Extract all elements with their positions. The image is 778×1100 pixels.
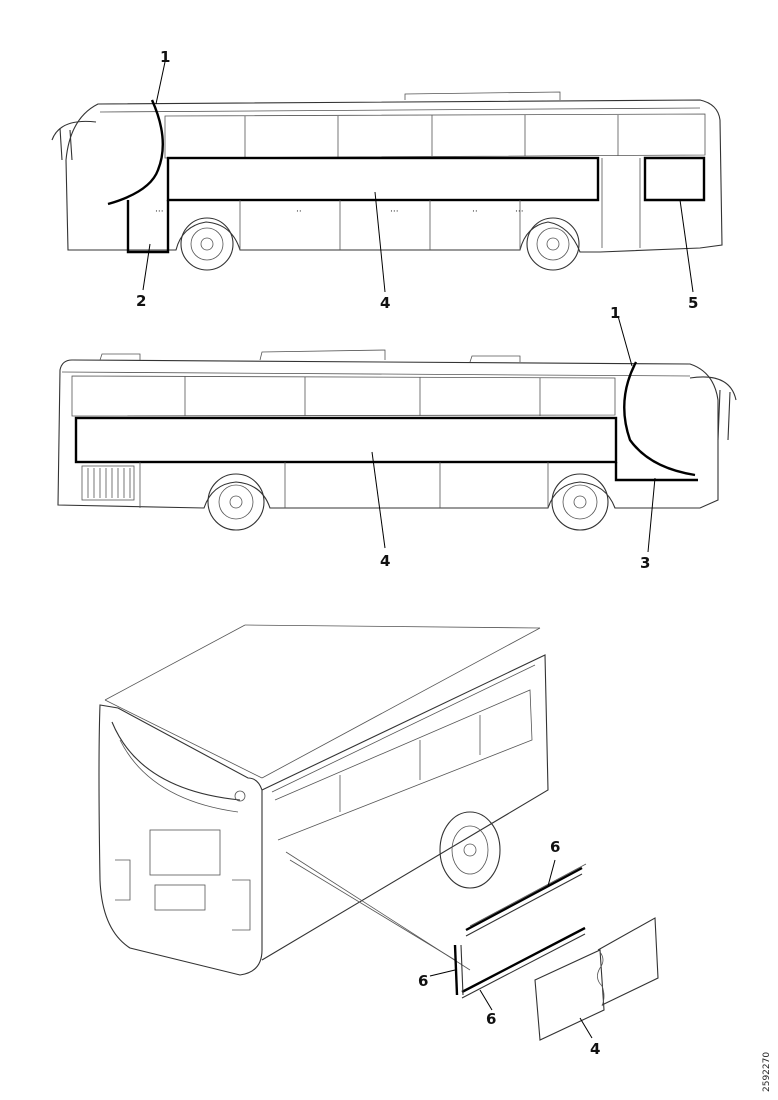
bus-side-view-middle <box>57 315 737 553</box>
svg-text:··: ·· <box>472 207 478 217</box>
callout-mid-4: 4 <box>380 552 390 570</box>
bus-side-view-top: ··· ·· ··· ·· ··· <box>51 61 723 293</box>
bus-rear-perspective <box>98 624 659 1041</box>
callout-top-4: 4 <box>380 294 390 312</box>
callout-mid-3: 3 <box>640 554 650 572</box>
engine-grille <box>81 465 135 501</box>
callout-bottom-6a: 6 <box>550 838 560 856</box>
reference-number: 2592270 <box>762 1052 772 1092</box>
svg-text:···: ··· <box>390 207 399 217</box>
callout-bottom-6b: 6 <box>418 972 428 990</box>
callout-top-1: 1 <box>160 48 170 66</box>
callout-top-2: 2 <box>136 292 146 310</box>
svg-text:··: ·· <box>296 207 302 217</box>
svg-text:···: ··· <box>155 207 164 217</box>
callout-mid-1: 1 <box>610 304 620 322</box>
callout-bottom-6c: 6 <box>486 1010 496 1028</box>
svg-text:···: ··· <box>515 207 524 217</box>
callout-bottom-4: 4 <box>590 1040 600 1058</box>
callout-top-5: 5 <box>688 294 698 312</box>
decal-panel-4 <box>534 917 659 1041</box>
